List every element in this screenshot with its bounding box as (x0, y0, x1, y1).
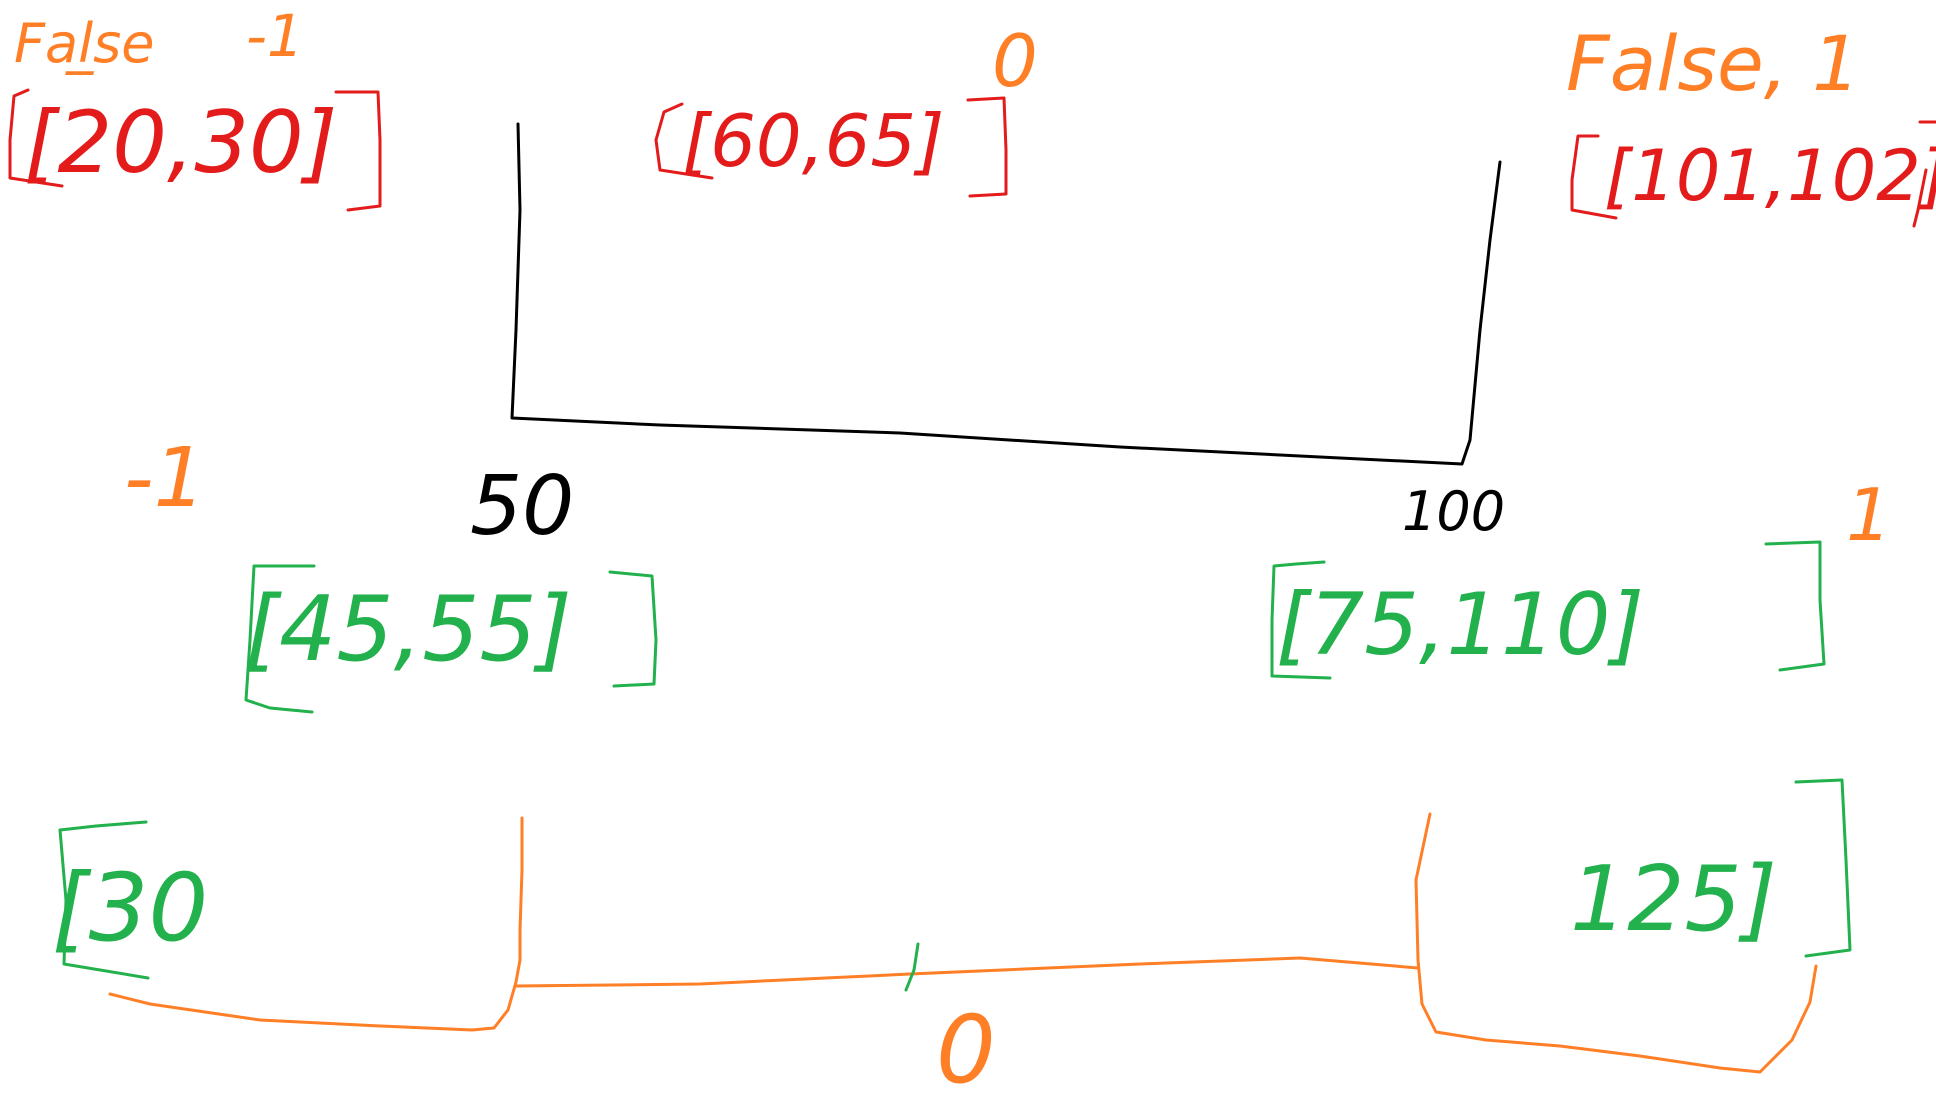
interval-right-middle: [75,110] (1276, 575, 1644, 675)
baseline-curve-bottom (514, 956, 1420, 988)
value-left-bottom: [30 (52, 854, 208, 963)
bracket-curve-bottom-right (1414, 812, 1818, 1074)
red-bracket-left-close (334, 90, 382, 212)
red-bracket-middle-open (654, 102, 714, 180)
bracket-curve-bottom (108, 816, 524, 1032)
value-right-middle: 1 (1846, 473, 1892, 557)
red-bracket-left-open (8, 88, 64, 188)
red-bracket-right-close (1912, 120, 1936, 228)
threshold-curve-top (510, 122, 1502, 466)
green-bracket-left-close (608, 570, 658, 688)
green-bracket-right-close (1764, 540, 1826, 672)
interval-right-top: [101,102] (1604, 135, 1936, 217)
threshold-50: 50 (470, 459, 574, 554)
value-left-top: -1 (246, 2, 304, 70)
interval-left-middle: [45,55] (244, 577, 572, 682)
value-middle-bottom: 0 (936, 996, 996, 1094)
false-label-left: Fal̲se (14, 12, 155, 75)
green-bracket-left (244, 564, 316, 714)
value-right-bottom: 125] (1570, 847, 1777, 952)
interval-left-top: [20,30] (24, 93, 337, 193)
green-bracket-bottom-left (58, 820, 150, 980)
red-bracket-right-open (1570, 134, 1618, 220)
threshold-100: 100 (1402, 480, 1505, 543)
value-left-middle: -1 (124, 431, 206, 526)
value-middle-top: 0 (992, 19, 1038, 103)
false-label-right: False, 1 (1566, 19, 1860, 108)
green-bracket-right (1270, 560, 1332, 680)
tick-mark-center (904, 942, 920, 992)
interval-middle-top: [60,65] (682, 99, 944, 183)
red-bracket-middle-close (966, 96, 1008, 198)
green-bracket-bottom-right (1794, 778, 1852, 958)
